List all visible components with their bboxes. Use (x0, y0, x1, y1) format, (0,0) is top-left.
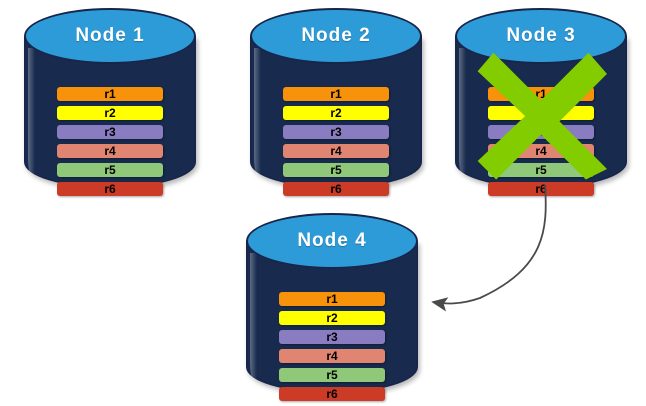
record-list: r1 r2 r3 r4 r5 r6 (283, 87, 389, 201)
record-row-r2[interactable]: r2 (283, 106, 389, 120)
cylinder-top: Node 1 (24, 8, 196, 64)
record-row-r3[interactable]: r3 (57, 125, 163, 139)
record-label: r5 (535, 163, 547, 177)
record-row-r6[interactable]: r6 (279, 387, 385, 401)
node-4[interactable]: r1 r2 r3 r4 r5 r6 Node 4 (246, 213, 418, 401)
node-3[interactable]: r1 r2 r3 r4 r5 r6 Node 3 (455, 8, 627, 196)
record-row-r1[interactable]: r1 (283, 87, 389, 101)
node-title: Node 3 (506, 25, 576, 46)
cylinder-top: Node 2 (250, 8, 422, 64)
record-label: r1 (330, 87, 342, 101)
record-label: r2 (104, 106, 116, 120)
cylinder-highlight (250, 253, 257, 381)
record-row-r1[interactable]: r1 (488, 87, 594, 101)
record-row-r6[interactable]: r6 (283, 182, 389, 196)
record-label: r2 (535, 106, 547, 120)
record-label: r3 (330, 125, 342, 139)
node-1[interactable]: r1 r2 r3 r4 r5 r6 Node 1 (24, 8, 196, 196)
record-label: r6 (104, 182, 116, 196)
record-row-r4[interactable]: r4 (488, 144, 594, 158)
record-row-r5[interactable]: r5 (283, 163, 389, 177)
record-row-r5[interactable]: r5 (488, 163, 594, 177)
cylinder-highlight (28, 48, 35, 176)
record-row-r3[interactable]: r3 (283, 125, 389, 139)
record-label: r5 (326, 368, 338, 382)
record-list: r1 r2 r3 r4 r5 r6 (488, 87, 594, 201)
node-title: Node 2 (301, 25, 371, 46)
node-2[interactable]: r1 r2 r3 r4 r5 r6 Node 2 (250, 8, 422, 196)
record-row-r1[interactable]: r1 (279, 292, 385, 306)
record-row-r4[interactable]: r4 (283, 144, 389, 158)
record-label: r2 (330, 106, 342, 120)
record-label: r6 (326, 387, 338, 401)
record-row-r3[interactable]: r3 (488, 125, 594, 139)
record-list: r1 r2 r3 r4 r5 r6 (57, 87, 163, 201)
record-row-r2[interactable]: r2 (488, 106, 594, 120)
record-label: r4 (326, 349, 338, 363)
record-row-r5[interactable]: r5 (279, 368, 385, 382)
record-row-r2[interactable]: r2 (279, 311, 385, 325)
cylinder-top: Node 4 (246, 213, 418, 269)
cylinder-body: r1 r2 r3 r4 r5 r6 (250, 36, 422, 196)
record-label: r5 (104, 163, 116, 177)
record-label: r4 (535, 144, 547, 158)
record-label: r3 (326, 330, 338, 344)
record-label: r3 (535, 125, 547, 139)
record-row-r6[interactable]: r6 (57, 182, 163, 196)
record-label: r5 (330, 163, 342, 177)
cylinder-top: Node 3 (455, 8, 627, 64)
record-row-r4[interactable]: r4 (279, 349, 385, 363)
record-label: r6 (330, 182, 342, 196)
record-label: r4 (104, 144, 116, 158)
cylinder-highlight (254, 48, 261, 176)
record-label: r1 (104, 87, 116, 101)
record-row-r2[interactable]: r2 (57, 106, 163, 120)
node-title: Node 4 (297, 230, 367, 251)
record-label: r2 (326, 311, 338, 325)
record-row-r6[interactable]: r6 (488, 182, 594, 196)
record-row-r3[interactable]: r3 (279, 330, 385, 344)
record-label: r3 (104, 125, 116, 139)
record-list: r1 r2 r3 r4 r5 r6 (279, 292, 385, 406)
record-label: r6 (535, 182, 547, 196)
record-row-r4[interactable]: r4 (57, 144, 163, 158)
record-label: r1 (535, 87, 547, 101)
record-label: r4 (330, 144, 342, 158)
record-row-r5[interactable]: r5 (57, 163, 163, 177)
cylinder-highlight (459, 48, 466, 176)
node-title: Node 1 (75, 25, 145, 46)
record-label: r1 (326, 292, 338, 306)
record-row-r1[interactable]: r1 (57, 87, 163, 101)
